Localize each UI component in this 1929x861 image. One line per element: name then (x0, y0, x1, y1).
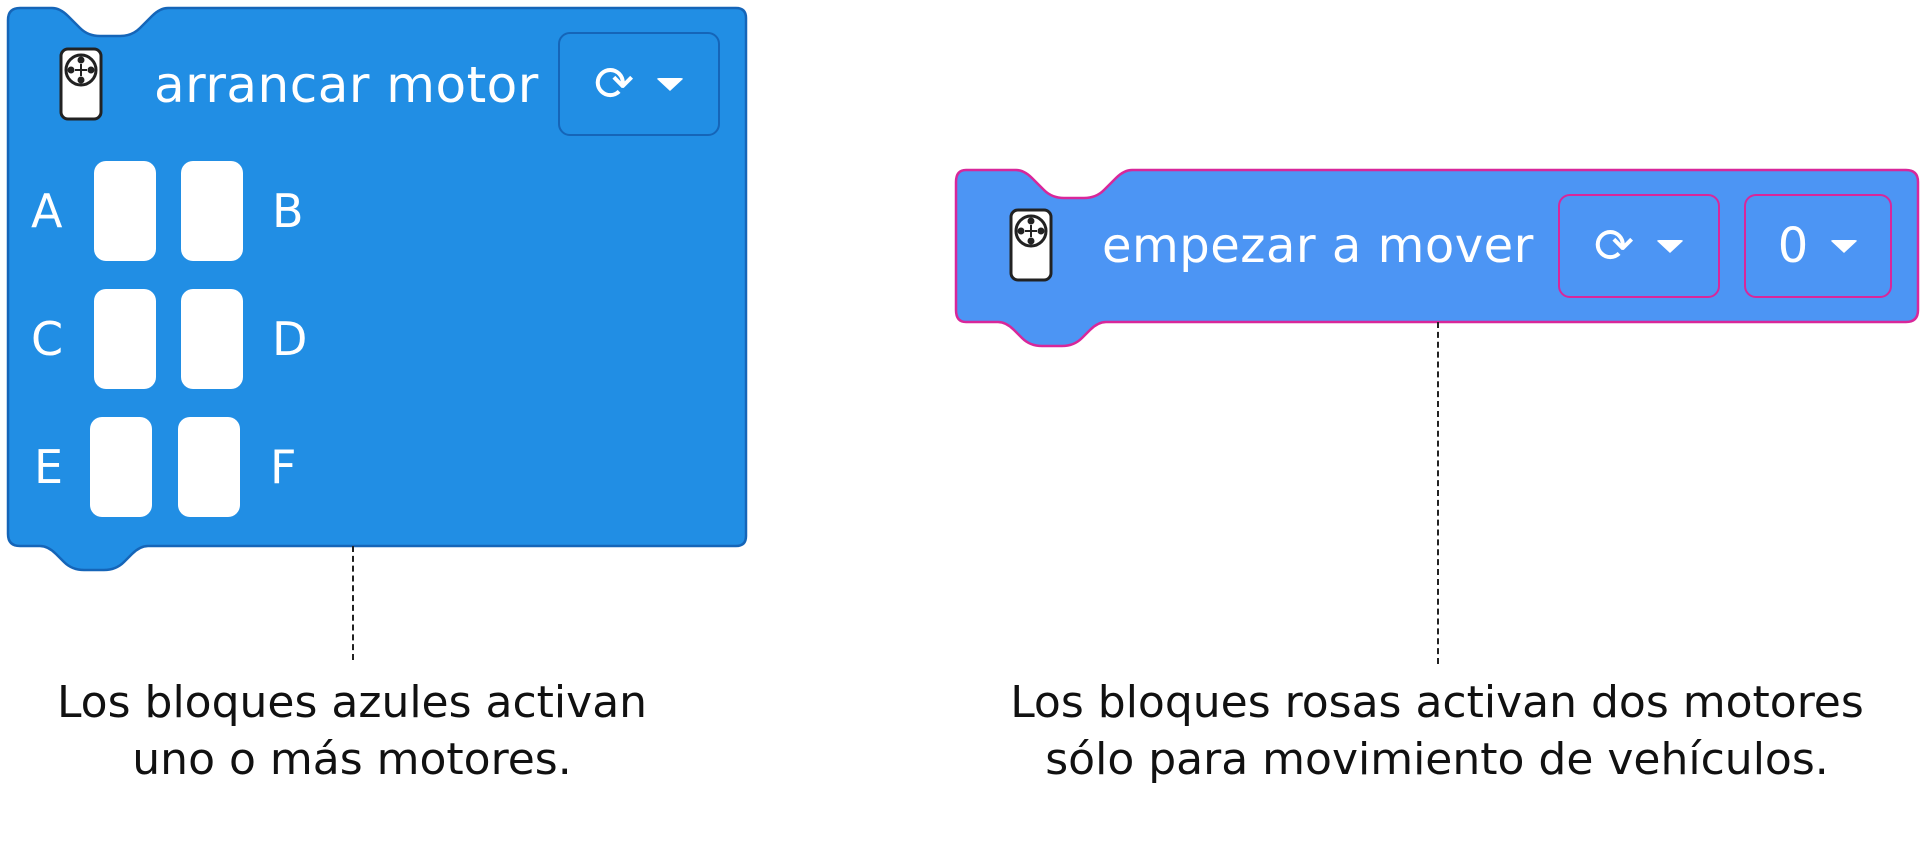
clockwise-arrow-icon: ⟳ (593, 56, 635, 112)
port-slot-b[interactable] (181, 161, 243, 261)
pink-block-caption: Los bloques rosas activan dos motores só… (960, 674, 1914, 788)
port-label-b: B (272, 184, 304, 238)
caption-line: sólo para movimiento de vehículos. (1045, 734, 1829, 785)
port-slot-a[interactable] (94, 161, 156, 261)
chevron-down-icon (656, 77, 685, 91)
pink-block-shape (954, 168, 1920, 348)
blue-block-caption: Los bloques azules activan uno o más mot… (0, 674, 704, 788)
port-slot-d[interactable] (181, 289, 243, 389)
chevron-down-icon (1656, 239, 1685, 253)
block-title: arrancar motor (154, 56, 539, 114)
clockwise-arrow-icon: ⟳ (1593, 218, 1635, 274)
speed-dropdown[interactable]: 0 (1744, 194, 1892, 298)
port-slot-e[interactable] (90, 417, 152, 517)
motor-hub-icon (1009, 208, 1053, 282)
port-label-e: E (34, 440, 64, 494)
port-label-d: D (272, 312, 308, 366)
caption-line: Los bloques azules activan (56, 677, 648, 728)
direction-dropdown[interactable]: ⟳ (558, 32, 720, 136)
port-slot-f[interactable] (178, 417, 240, 517)
block-title: empezar a mover (1102, 218, 1534, 274)
caption-line: Los bloques rosas activan dos motores (1010, 677, 1864, 728)
port-slot-c[interactable] (94, 289, 156, 389)
port-label-a: A (31, 184, 63, 238)
direction-dropdown[interactable]: ⟳ (1558, 194, 1720, 298)
speed-value: 0 (1777, 218, 1809, 274)
blue-connector-line (352, 546, 354, 660)
chevron-down-icon (1830, 239, 1859, 253)
port-label-f: F (270, 440, 297, 494)
port-label-c: C (31, 312, 64, 366)
caption-line: uno o más motores. (132, 734, 572, 785)
pink-connector-line (1437, 322, 1439, 664)
motor-hub-icon (59, 47, 103, 121)
